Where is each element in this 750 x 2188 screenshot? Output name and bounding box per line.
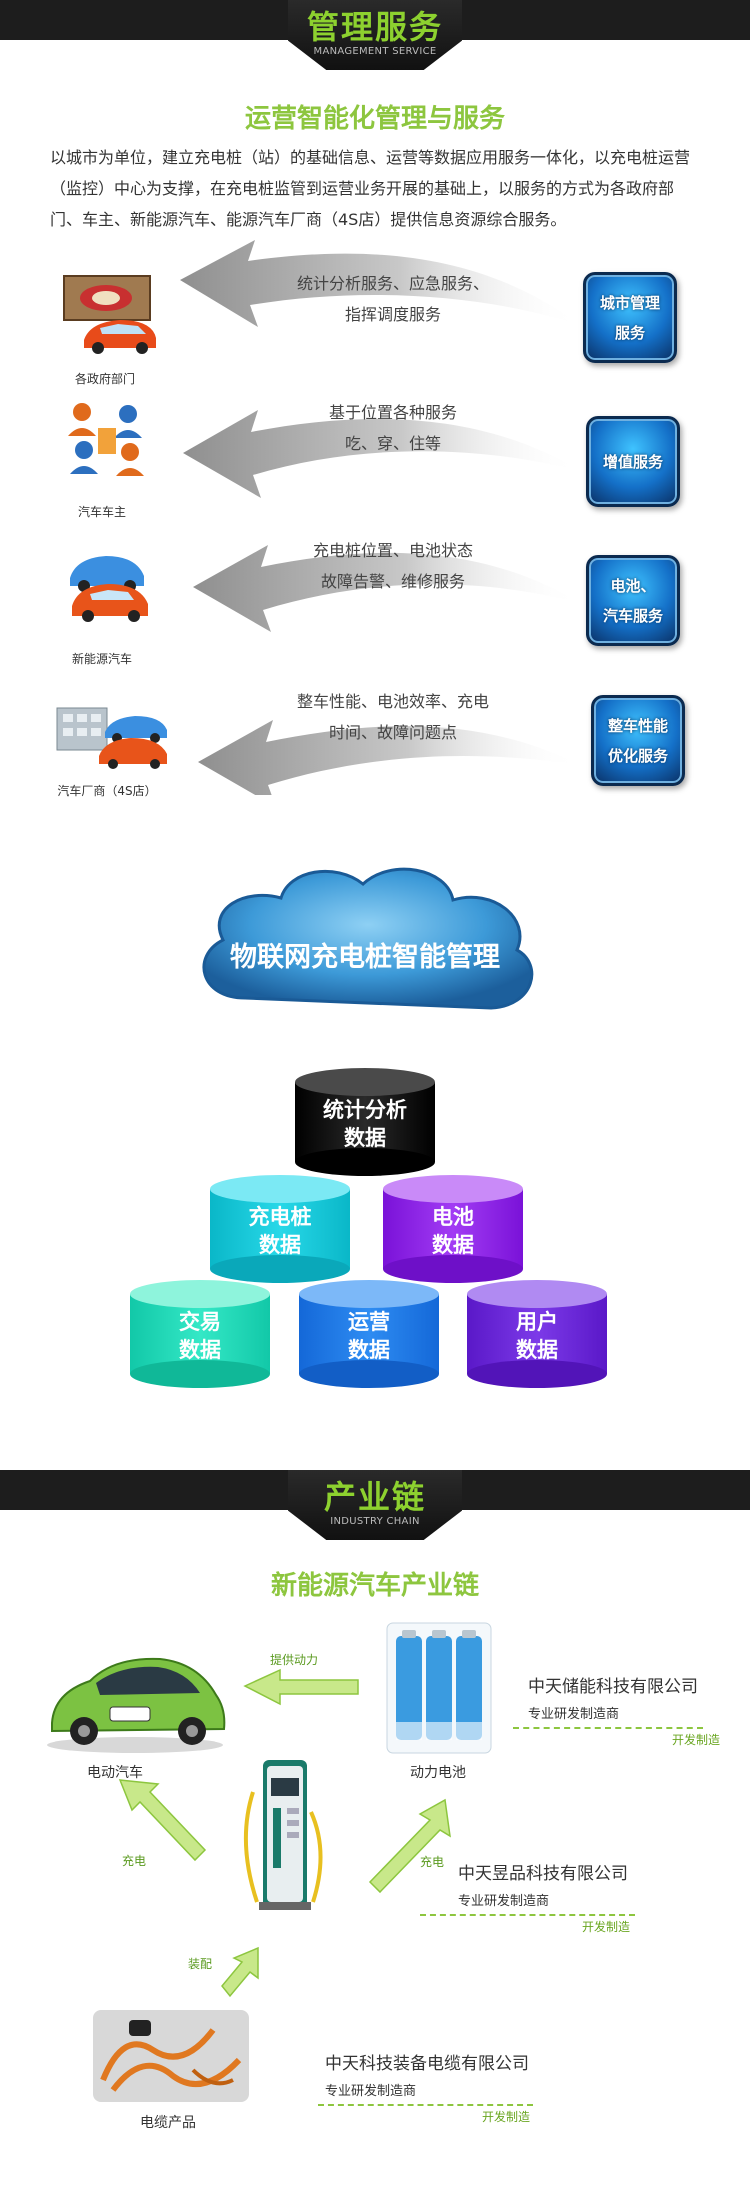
- battery-label: 动力电池: [410, 1765, 466, 1781]
- service-text-2-line2: 吃、穿、住等: [344, 434, 441, 453]
- badge-city-service[interactable]: 城市管理服务: [583, 272, 677, 363]
- new-energy-car-image: [70, 556, 148, 622]
- db-operations: 运营数据: [299, 1280, 439, 1388]
- company-sub-1: 专业研发制造商: [528, 1707, 620, 1722]
- arrow-power: [243, 1668, 359, 1706]
- db-stats-line2: 数据: [344, 1126, 386, 1150]
- company-sub-2: 专业研发制造商: [458, 1894, 550, 1909]
- management-banner-tab: [288, 0, 462, 70]
- service-target-1: 各政府部门: [74, 372, 135, 386]
- service-text-2-line1: 基于位置各种服务: [328, 403, 457, 422]
- company-name-2: 中天昱品科技有限公司: [458, 1864, 628, 1884]
- badge-city-service-line1: 城市管理: [599, 293, 660, 312]
- db-battery: 电池数据: [383, 1175, 523, 1283]
- service-target-3: 新能源汽车: [71, 652, 132, 666]
- arrow-charge-right: [368, 1798, 451, 1894]
- intro-paragraph: 以城市为单位，建立充电桩（站）的基础信息、运营等数据应用服务一体化，以充电桩运营…: [50, 148, 691, 229]
- company-name-3: 中天科技装备电缆有限公司: [325, 2054, 529, 2074]
- arrow-charge-left-label: 充电: [122, 1854, 147, 1868]
- badge-value-added-line1: 增值服务: [602, 452, 663, 471]
- db-user-line1: 用户: [516, 1310, 558, 1334]
- db-users: 用户数据: [467, 1280, 607, 1388]
- company-name-1: 中天储能科技有限公司: [528, 1677, 698, 1697]
- arrow-charge-left: [118, 1779, 207, 1862]
- company-sub-3: 专业研发制造商: [325, 2084, 417, 2099]
- badge-vehicle-optimization-line1: 整车性能: [607, 716, 668, 735]
- industry-banner-tab: [288, 1470, 462, 1540]
- db-transaction: 交易数据: [130, 1280, 270, 1388]
- service-text-2: 基于位置各种服务 吃、穿、住等: [268, 397, 518, 459]
- badge-battery-car-line1: 电池、: [610, 576, 656, 595]
- service-text-4: 整车性能、电池效率、充电 时间、故障问题点: [268, 686, 518, 748]
- service-text-3: 充电桩位置、电池状态 故障告警、维修服务: [268, 535, 518, 597]
- db-charging-pile: 充电桩数据: [210, 1175, 350, 1283]
- company-tag-3: 开发制造: [482, 2110, 531, 2124]
- service-target-2: 汽车车主: [77, 505, 126, 519]
- db-battery-line2: 数据: [432, 1233, 474, 1257]
- db-battery-line1: 电池: [432, 1205, 474, 1229]
- company-divider-2: [420, 1914, 635, 1916]
- arrow-shape-1: [180, 240, 580, 327]
- electric-car-image: [47, 1657, 226, 1753]
- service-text-1-line1: 统计分析服务、应急服务、: [296, 274, 489, 293]
- badge-vehicle-optimization-line2: 优化服务: [607, 746, 668, 765]
- cable-label: 电缆产品: [140, 2115, 196, 2131]
- arrow-assemble: [221, 1946, 259, 1998]
- db-user-line2: 数据: [516, 1338, 558, 1362]
- government-image: [63, 275, 156, 354]
- db-ops-line1: 运营: [348, 1310, 390, 1334]
- db-trade-line2: 数据: [179, 1338, 221, 1362]
- industry-heading: 新能源汽车产业链: [270, 1571, 479, 1601]
- service-text-3-line1: 充电桩位置、电池状态: [312, 541, 473, 560]
- service-text-1: 统计分析服务、应急服务、 指挥调度服务: [268, 268, 518, 330]
- industry-subtitle: INDUSTRY CHAIN: [330, 1516, 420, 1527]
- management-subtitle: MANAGEMENT SERVICE: [313, 46, 437, 57]
- company-divider-1: [513, 1727, 703, 1729]
- industry-title: 产业链: [323, 1478, 426, 1516]
- company-tag-1: 开发制造: [672, 1733, 721, 1747]
- arrow-power-label: 提供动力: [270, 1653, 319, 1667]
- service-text-1-line2: 指挥调度服务: [344, 305, 441, 324]
- ev-label: 电动汽车: [87, 1765, 143, 1781]
- db-pile-line1: 充电桩: [248, 1205, 312, 1229]
- manufacturer-image: [56, 707, 167, 769]
- cable-image: [93, 2010, 249, 2102]
- cloud-shape: [202, 867, 534, 1010]
- battery-image: [386, 1622, 492, 1754]
- badge-value-added-service[interactable]: 增值服务: [586, 416, 680, 507]
- management-title: 管理服务: [306, 8, 443, 46]
- cloud-label: 物联网充电桩智能管理: [230, 942, 500, 973]
- db-ops-line2: 数据: [348, 1338, 390, 1362]
- service-target-4: 汽车厂商（4S店）: [57, 784, 157, 798]
- badge-battery-car-line2: 汽车服务: [602, 606, 663, 625]
- charging-pile-image: [243, 1760, 323, 1910]
- arrow-shape-2: [183, 410, 580, 498]
- badge-city-service-line2: 服务: [614, 323, 645, 342]
- badge-battery-car-service[interactable]: 电池、汽车服务: [586, 555, 680, 646]
- chain-arrows: [118, 1668, 451, 1998]
- db-stats: 统计分析数据: [295, 1068, 435, 1176]
- service-text-4-line2: 时间、故障问题点: [328, 723, 457, 742]
- db-trade-line1: 交易: [179, 1310, 221, 1334]
- service-text-3-line2: 故障告警、维修服务: [320, 572, 465, 591]
- company-divider-3: [318, 2104, 533, 2106]
- arrow-charge-right-label: 充电: [420, 1855, 445, 1869]
- arrow-shape-3: [193, 545, 580, 632]
- company-tag-2: 开发制造: [582, 1920, 631, 1934]
- arrow-shape-4: [198, 720, 580, 795]
- db-pile-line2: 数据: [259, 1233, 301, 1257]
- car-owners-image: [68, 403, 144, 476]
- service-arrows: [180, 240, 580, 795]
- badge-vehicle-optimization[interactable]: 整车性能优化服务: [591, 695, 685, 786]
- management-heading: 运营智能化管理与服务: [244, 104, 505, 134]
- service-text-4-line1: 整车性能、电池效率、充电: [296, 692, 489, 711]
- db-stats-line1: 统计分析: [323, 1098, 407, 1122]
- arrow-assemble-label: 装配: [188, 1957, 213, 1971]
